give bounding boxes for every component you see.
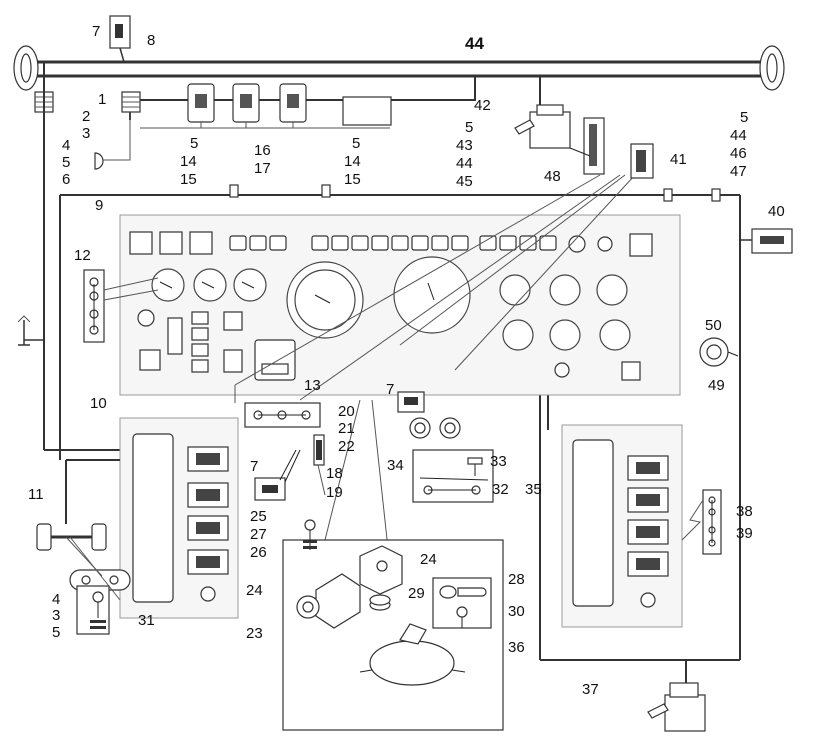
callout-4: 4	[62, 137, 70, 154]
switch-panel-35	[561, 424, 683, 628]
horn	[94, 152, 104, 170]
gauge-1	[151, 268, 185, 302]
callout-15-b: 15	[344, 171, 361, 188]
callout-41: 41	[670, 151, 687, 168]
callout-3: 3	[82, 125, 90, 142]
ignition-switch	[529, 111, 571, 149]
callout-26: 26	[250, 544, 267, 561]
callout-29: 29	[408, 585, 425, 602]
callout-25: 25	[250, 508, 267, 525]
callout-16: 16	[254, 142, 271, 159]
switch-panel-10	[119, 417, 239, 619]
callout-50: 50	[705, 317, 722, 334]
callout-19: 19	[326, 484, 343, 501]
callout-14-b: 14	[344, 153, 361, 170]
callout-labels: 7 8 44 1 2 3 4 5 6 9 42 5 14 15 16 17 5 …	[28, 23, 785, 698]
callout-38: 38	[736, 503, 753, 520]
callout-3-b: 3	[52, 607, 60, 624]
detail-13	[244, 402, 321, 428]
leader-lines	[234, 174, 636, 661]
callout-5-b: 5	[190, 135, 198, 152]
ignition-switch-bottom	[647, 660, 706, 732]
callout-8: 8	[147, 32, 155, 49]
callout-24-a: 24	[246, 582, 263, 599]
callout-18: 18	[326, 465, 343, 482]
connectors-mid	[254, 391, 461, 501]
steering-detail	[282, 519, 504, 731]
detail-31	[36, 459, 131, 635]
callout-5-d: 5	[465, 119, 473, 136]
callout-13: 13	[304, 377, 321, 394]
callout-42: 42	[474, 97, 491, 114]
callout-44-b: 44	[456, 155, 473, 172]
callout-44-top: 44	[465, 34, 484, 53]
callout-6: 6	[62, 171, 70, 188]
gauge-2	[193, 268, 227, 302]
callout-44-c: 44	[730, 127, 747, 144]
callout-15-a: 15	[180, 171, 197, 188]
callout-45: 45	[456, 173, 473, 190]
detail-38-39	[681, 489, 722, 555]
callout-5-e: 5	[740, 109, 748, 126]
callout-7-top: 7	[92, 23, 100, 40]
callout-34: 34	[387, 457, 404, 474]
callout-7-mid: 7	[386, 381, 394, 398]
callout-1: 1	[98, 91, 106, 108]
callout-30: 30	[508, 603, 525, 620]
callout-49: 49	[708, 377, 725, 394]
callout-5-c: 5	[352, 135, 360, 152]
gauge-3	[233, 268, 267, 302]
callout-32: 32	[492, 481, 509, 498]
callout-28: 28	[508, 571, 525, 588]
callout-43: 43	[456, 137, 473, 154]
relay-block	[342, 96, 392, 126]
callout-33: 33	[490, 453, 507, 470]
callout-12: 12	[74, 247, 91, 264]
callout-24-b: 24	[420, 551, 437, 568]
callout-46: 46	[730, 145, 747, 162]
callout-7-low: 7	[250, 458, 258, 475]
right-components	[630, 143, 793, 367]
callout-20: 20	[338, 403, 355, 420]
callout-35: 35	[525, 481, 542, 498]
callout-4-b: 4	[52, 591, 60, 608]
callout-11: 11	[28, 486, 44, 503]
callout-5-f: 5	[52, 624, 60, 641]
callout-2: 2	[82, 108, 90, 125]
callout-48: 48	[544, 168, 561, 185]
callout-5: 5	[62, 154, 70, 171]
callout-36: 36	[508, 639, 525, 656]
callout-31: 31	[138, 612, 155, 629]
callout-27: 27	[250, 526, 267, 543]
detail-32-34	[412, 449, 494, 503]
callout-37: 37	[582, 681, 599, 698]
callout-10: 10	[90, 395, 107, 412]
callout-14-a: 14	[180, 153, 197, 170]
callout-22: 22	[338, 438, 355, 455]
instrument-panel	[119, 214, 681, 396]
callout-23: 23	[246, 625, 263, 642]
harness-9	[17, 184, 762, 661]
callout-40: 40	[768, 203, 785, 220]
detail-12	[83, 269, 159, 343]
callout-9: 9	[95, 197, 103, 214]
callout-17: 17	[254, 160, 271, 177]
callout-47: 47	[730, 163, 747, 180]
callout-21: 21	[338, 420, 355, 437]
top-harness	[13, 15, 785, 450]
callout-39: 39	[736, 525, 753, 542]
